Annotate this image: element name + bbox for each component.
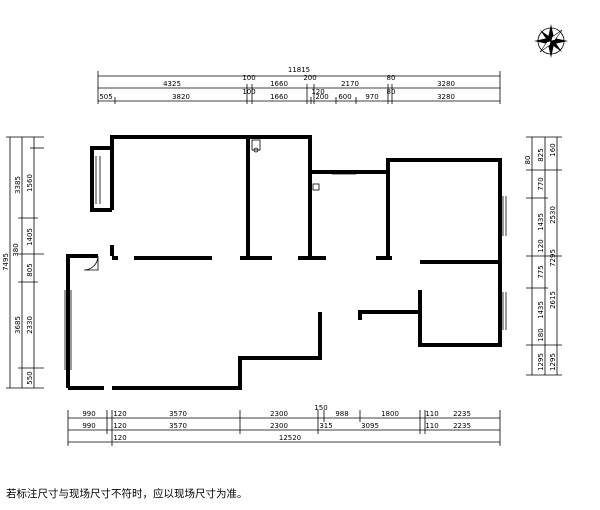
bottom-row1-dim: 3570 xyxy=(169,410,187,418)
top-row1-dim: 1660 xyxy=(270,80,288,88)
left-row2-dim: 1560 xyxy=(26,174,34,192)
top-row1-dim: 200 xyxy=(303,74,316,82)
right-total-dim: 7295 xyxy=(549,249,557,267)
top-row2-dim: 3280 xyxy=(437,93,455,101)
bottom-dimension-chain: 990 120 3570 2300 150 988 1800 110 2235 … xyxy=(67,404,501,446)
right-row1-dim: 770 xyxy=(537,177,545,190)
right-dimension-chain: 80 825 770 1435 120 775 1435 180 1295 72… xyxy=(524,136,562,376)
bottom-row3-dim: 120 xyxy=(113,434,126,442)
dimension-disclaimer-note: 若标注尺寸与现场尺寸不符时，应以现场尺寸为准。 xyxy=(6,488,248,500)
bottom-row1-dim: 988 xyxy=(335,410,348,418)
bottom-row1-dim: 1800 xyxy=(381,410,399,418)
top-row2-dim: 80 xyxy=(387,88,396,96)
top-row1-dim: 80 xyxy=(387,74,396,82)
exterior-walls xyxy=(66,135,502,390)
top-row2-dim: 505 xyxy=(99,93,112,101)
top-total-dim: 11815 xyxy=(288,66,310,74)
windows xyxy=(64,156,507,370)
interior-walls xyxy=(112,137,500,345)
top-row2-dim: 200 xyxy=(315,93,328,101)
left-dimension-chain: 7495 3385 1405 805 2330 380 1560 3685 55… xyxy=(2,136,44,389)
left-row1-dim: 3385 xyxy=(14,176,22,194)
top-row2-dim: 1660 xyxy=(270,93,288,101)
right-row1-dim: 775 xyxy=(537,265,545,278)
right-row2-dim: 2530 xyxy=(549,206,557,224)
top-row1-dim: 100 xyxy=(242,74,255,82)
right-row1-dim: 825 xyxy=(537,148,545,161)
right-row1-dim: 80 xyxy=(524,156,532,165)
right-row1-dim: 1435 xyxy=(537,301,545,319)
bottom-row2-dim: 3095 xyxy=(361,422,379,430)
bottom-row1-dim: 150 xyxy=(314,404,327,412)
left-row1-dim: 380 xyxy=(12,243,20,256)
top-row1-dim: 4325 xyxy=(163,80,181,88)
bottom-row1-dim: 110 xyxy=(425,410,438,418)
top-row2-dim: 100 xyxy=(242,88,255,96)
bottom-row2-dim: 110 xyxy=(425,422,438,430)
left-row2-dim: 3685 xyxy=(14,316,22,334)
bottom-row1-dim: 120 xyxy=(113,410,126,418)
top-row2-dim: 970 xyxy=(365,93,378,101)
top-row2-dim: 120 xyxy=(311,88,324,96)
right-row2-dim: 160 xyxy=(549,143,557,156)
right-row1-dim: 180 xyxy=(537,328,545,341)
left-row1-dim: 1405 xyxy=(26,228,34,246)
top-row1-dim: 3280 xyxy=(437,80,455,88)
bottom-row2-dim: 315 xyxy=(319,422,332,430)
top-row2-dim: 3820 xyxy=(172,93,190,101)
bottom-row1-dim: 2235 xyxy=(453,410,471,418)
left-row2-dim: 550 xyxy=(26,371,34,384)
bottom-row2-dim: 2300 xyxy=(270,422,288,430)
bottom-row2-dim: 3570 xyxy=(169,422,187,430)
bottom-row2-dim: 990 xyxy=(82,422,95,430)
top-dimension-chain: 11815 4325 100 1660 200 2170 80 3280 505… xyxy=(97,66,501,104)
fixtures xyxy=(251,139,320,191)
right-row2-dim: 1295 xyxy=(549,353,557,371)
left-row1-dim: 2330 xyxy=(26,316,34,334)
right-row1-dim: 1435 xyxy=(537,213,545,231)
right-row1-dim: 1295 xyxy=(537,353,545,371)
bottom-row2-dim: 2235 xyxy=(453,422,471,430)
left-total-dim: 7495 xyxy=(2,253,10,271)
bottom-row1-dim: 990 xyxy=(82,410,95,418)
north-arrow-compass-icon xyxy=(534,24,568,58)
right-row2-dim: 2615 xyxy=(549,291,557,309)
top-row2-dim: 600 xyxy=(338,93,351,101)
bottom-row1-dim: 2300 xyxy=(270,410,288,418)
bottom-total-dim: 12520 xyxy=(279,434,301,442)
bottom-row2-dim: 120 xyxy=(113,422,126,430)
entry-door xyxy=(83,255,99,271)
right-row1-dim: 120 xyxy=(537,239,545,252)
top-row1-dim: 2170 xyxy=(341,80,359,88)
left-row1-dim: 805 xyxy=(26,263,34,276)
